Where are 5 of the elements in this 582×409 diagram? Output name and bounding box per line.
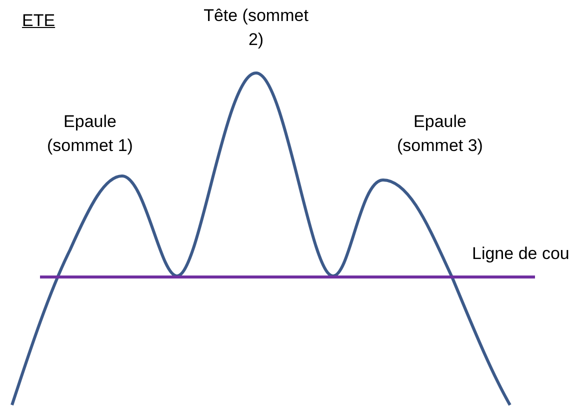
- peak-label: Epaule (sommet 3): [396, 111, 484, 157]
- title: ETE: [22, 10, 56, 32]
- line-label: Ligne de cou: [472, 243, 570, 265]
- peak-label: Tête (sommet 2): [202, 5, 310, 51]
- peak-label: Epaule (sommet 1): [46, 111, 134, 157]
